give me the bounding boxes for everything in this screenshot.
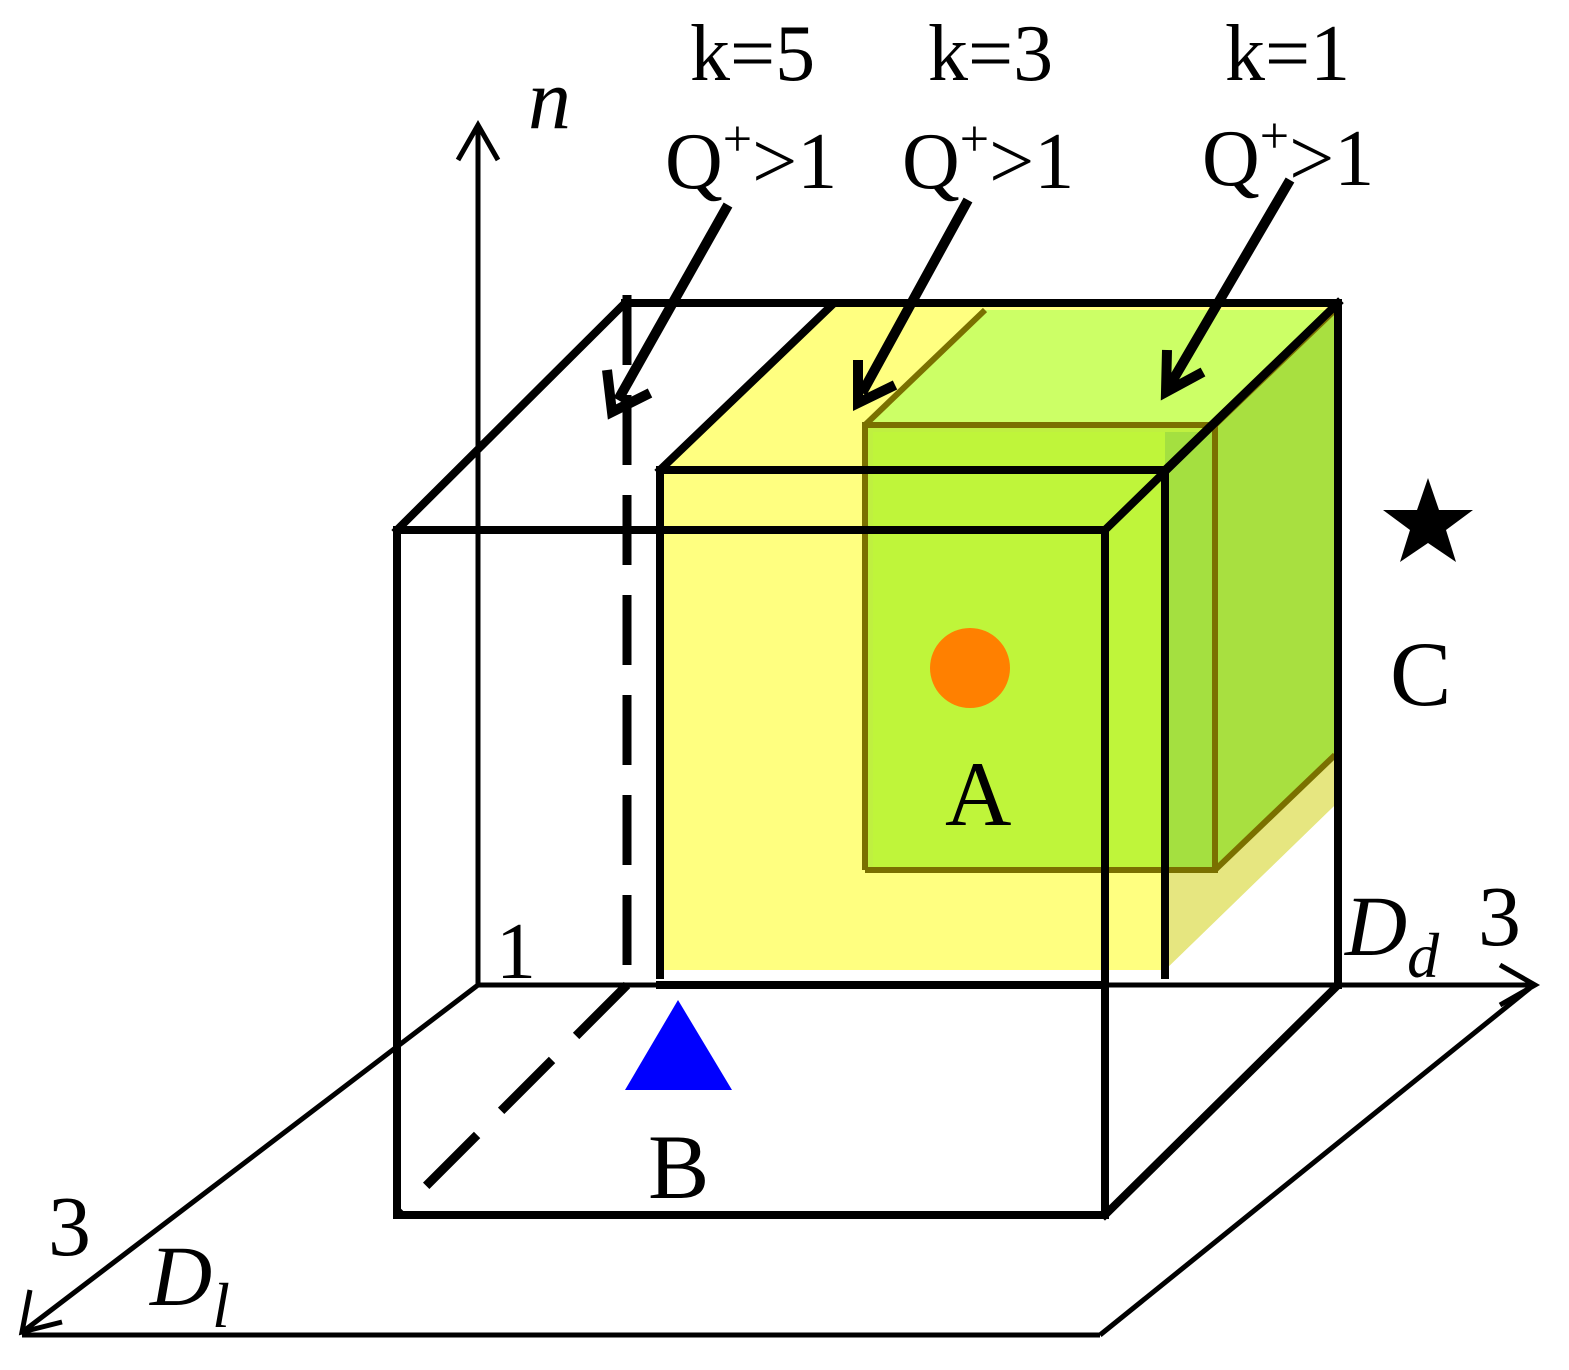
middle-region-top xyxy=(865,310,1335,425)
annotation-arrows xyxy=(602,177,1295,420)
k3-label: k=3 xyxy=(928,10,1053,98)
ground-right-edge xyxy=(1098,986,1532,1337)
k5-label: k=5 xyxy=(690,10,815,98)
inner-region-side xyxy=(1165,432,1215,870)
k1-label: k=1 xyxy=(1225,10,1350,98)
dl-axis-max: 3 xyxy=(48,1178,91,1274)
arrow-k5 xyxy=(602,202,733,420)
inner-region-front xyxy=(873,432,1165,870)
point-c-label: C xyxy=(1390,623,1451,725)
k3-q-condition: Q+>1 xyxy=(902,111,1074,206)
arrow-k3 xyxy=(853,197,973,411)
dd-axis-max: 3 xyxy=(1478,868,1521,964)
dl-axis-arrowhead xyxy=(18,1289,63,1336)
dd-axis-arrowhead xyxy=(1498,962,1541,1008)
dd-axis-label: Dd xyxy=(1344,878,1440,991)
middle-region-side xyxy=(1215,310,1335,870)
hidden-diagonal-edge xyxy=(396,981,631,1216)
point-b-triangle xyxy=(625,1000,732,1090)
origin-label: 1 xyxy=(496,908,536,996)
hidden-edges xyxy=(396,295,632,1216)
point-markers xyxy=(625,478,1473,1090)
dl-axis-line xyxy=(23,983,480,1332)
k1-q-condition: Q+>1 xyxy=(1202,108,1374,203)
n-axis-arrowhead xyxy=(455,119,501,162)
point-b-label: B xyxy=(648,1116,709,1218)
dl-axis-label: Dl xyxy=(149,1228,230,1341)
shaded-regions xyxy=(660,305,1338,970)
point-a-label: A xyxy=(945,743,1011,845)
k5-region-outline xyxy=(654,297,1344,989)
n-axis-label: n xyxy=(528,51,571,147)
labels: n 1 Dd 3 3 Dl k=5 k=3 k=1 Q+>1 Q+>1 Q+>1… xyxy=(48,10,1521,1341)
point-c-star xyxy=(1383,478,1473,562)
ground-plane xyxy=(22,986,1532,1338)
point-a-circle xyxy=(930,628,1010,708)
k5-q-condition: Q+>1 xyxy=(665,111,837,206)
lower-strip xyxy=(1165,755,1335,970)
arrow-k1 xyxy=(1160,177,1295,401)
